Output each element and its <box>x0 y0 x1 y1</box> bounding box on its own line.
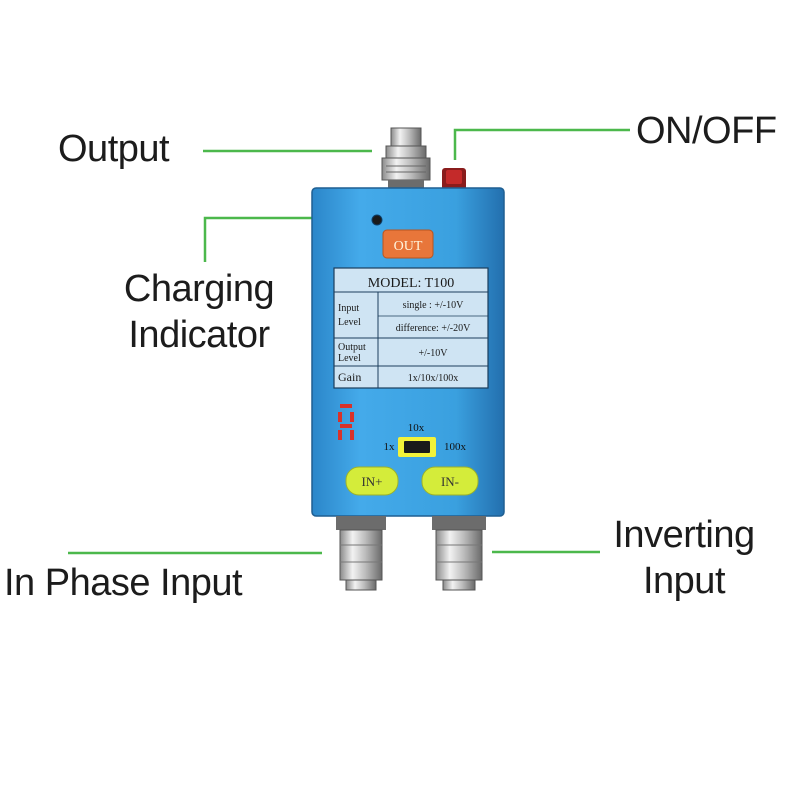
in-phase-callout-text: In Phase Input <box>4 562 243 604</box>
charging-indicator-callout: Charging Indicator <box>104 266 294 358</box>
in-minus-label: IN- <box>441 474 459 489</box>
in-minus-button-shape <box>421 466 479 496</box>
on-off-callout-text: ON/OFF <box>636 110 777 152</box>
led-segment-display-icon <box>338 404 354 440</box>
on-off-callout: ON/OFF <box>636 108 777 154</box>
output-level-label-1: Output <box>338 342 366 353</box>
gain-value: 1x/10x/100x <box>408 373 459 384</box>
power-switch-icon <box>442 168 466 190</box>
input-level-label-2: Level <box>338 317 361 328</box>
in-plus-button-shape <box>345 466 399 496</box>
charging-led-icon <box>371 214 383 226</box>
input-level-label-1: Input <box>338 303 359 314</box>
in-phase-bnc-connector <box>336 516 386 591</box>
output-callout: Output <box>58 126 170 172</box>
out-button-shape <box>382 229 434 259</box>
charging-callout-line1: Charging <box>123 268 275 310</box>
output-bnc-connector <box>381 127 431 192</box>
switch-label-10x: 10x <box>408 422 425 434</box>
out-button-label: OUT <box>394 239 423 254</box>
output-level-label-2: Level <box>338 353 361 364</box>
on-off-leader-line <box>453 128 630 160</box>
inverting-bnc-connector <box>432 516 486 591</box>
leader-lines <box>68 128 630 555</box>
input-difference-value: difference: +/-20V <box>396 323 471 334</box>
model-label: MODEL: T100 <box>368 276 454 291</box>
inverting-input-callout: Inverting Input <box>594 512 774 604</box>
inverting-callout-line1: Inverting <box>613 514 755 556</box>
in-plus-label: IN+ <box>361 474 382 489</box>
charging-callout-line2: Indicator <box>128 314 270 356</box>
gain-switch-icon <box>398 437 436 457</box>
output-callout-text: Output <box>58 128 170 170</box>
switch-label-100x: 100x <box>444 441 467 453</box>
input-single-value: single : +/-10V <box>403 300 464 311</box>
in-phase-input-callout: In Phase Input <box>4 560 243 606</box>
spec-table: MODEL: T100 Input Level single : +/-10V … <box>333 267 489 389</box>
output-level-value: +/-10V <box>419 348 449 359</box>
inverting-callout-line2: Input <box>642 560 726 602</box>
switch-label-1x: 1x <box>384 441 396 453</box>
gain-label: Gain <box>338 370 361 384</box>
